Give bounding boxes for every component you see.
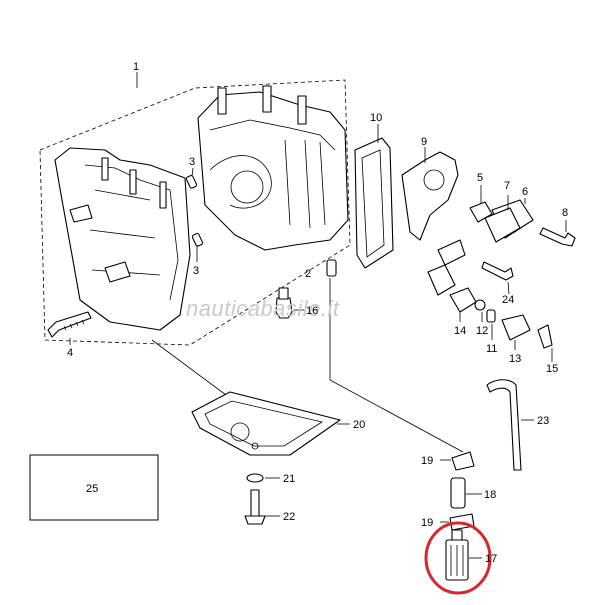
- bolt-4[interactable]: [47, 311, 92, 345]
- callout-17: 17: [485, 553, 497, 565]
- callout-15: 15: [546, 363, 558, 375]
- callout-23: 23: [537, 415, 549, 427]
- callout-5: 5: [477, 172, 483, 184]
- hose-23[interactable]: [486, 379, 534, 471]
- callout-9: 9: [421, 136, 427, 148]
- callout-labels: 1 2 3 3 4 5 6 7 8 9 10 11 12 13 14 15 16…: [67, 61, 568, 565]
- dowel-pin-2[interactable]: [326, 259, 337, 277]
- pin-3-upper[interactable]: [185, 167, 198, 189]
- bolt-24[interactable]: [481, 261, 514, 295]
- gasket-20[interactable]: [191, 391, 350, 456]
- bolt-22[interactable]: [244, 489, 280, 525]
- bolt-8[interactable]: [539, 220, 576, 247]
- fitting-16[interactable]: [275, 287, 304, 319]
- callout-11: 11: [486, 343, 497, 355]
- callout-12: 12: [476, 325, 488, 337]
- callout-13: 13: [509, 353, 521, 365]
- callout-4: 4: [67, 347, 73, 359]
- callout-8: 8: [562, 207, 568, 219]
- plug-14[interactable]: [449, 287, 477, 322]
- gasket-10[interactable]: [354, 124, 394, 269]
- pin-3-lower[interactable]: [191, 232, 204, 262]
- callout-3-lower: 3: [193, 265, 199, 277]
- callout-25: 25: [86, 483, 98, 495]
- callout-1: 1: [133, 61, 139, 73]
- bolt-15[interactable]: [537, 324, 553, 362]
- callout-3-upper: 3: [189, 156, 195, 168]
- reference-box-25: [29, 454, 159, 521]
- callout-21: 21: [283, 473, 295, 485]
- callout-20: 20: [353, 419, 365, 431]
- cylinder-block-left[interactable]: [54, 147, 191, 331]
- callout-7: 7: [504, 180, 510, 192]
- washer-12[interactable]: [474, 299, 486, 322]
- cover-13[interactable]: [501, 314, 531, 350]
- plug-11[interactable]: [486, 309, 496, 340]
- callout-2: 2: [305, 268, 311, 280]
- callout-14: 14: [454, 325, 466, 337]
- assembly-outline-1: [39, 72, 351, 346]
- fuel-filter-17[interactable]: [445, 529, 482, 581]
- cylinder-block-right[interactable]: [197, 85, 349, 251]
- washer-21[interactable]: [246, 473, 280, 483]
- callout-16: 16: [306, 305, 318, 317]
- callout-10: 10: [370, 112, 382, 124]
- callout-18: 18: [484, 489, 496, 501]
- callout-22: 22: [283, 511, 295, 523]
- callout-19-lower: 19: [421, 517, 433, 529]
- hose-18[interactable]: [450, 477, 482, 509]
- gasket-7[interactable]: [484, 195, 521, 243]
- clip-19-upper[interactable]: [440, 451, 475, 471]
- highlight-circle-17: [424, 521, 492, 595]
- housing-parts-9-cluster[interactable]: [427, 239, 466, 296]
- callout-19-upper: 19: [421, 455, 433, 467]
- callout-6: 6: [522, 186, 528, 198]
- callout-24: 24: [502, 294, 514, 306]
- cover-plate-9[interactable]: [401, 147, 459, 241]
- watermark-text: nauticabasile.it: [186, 296, 340, 321]
